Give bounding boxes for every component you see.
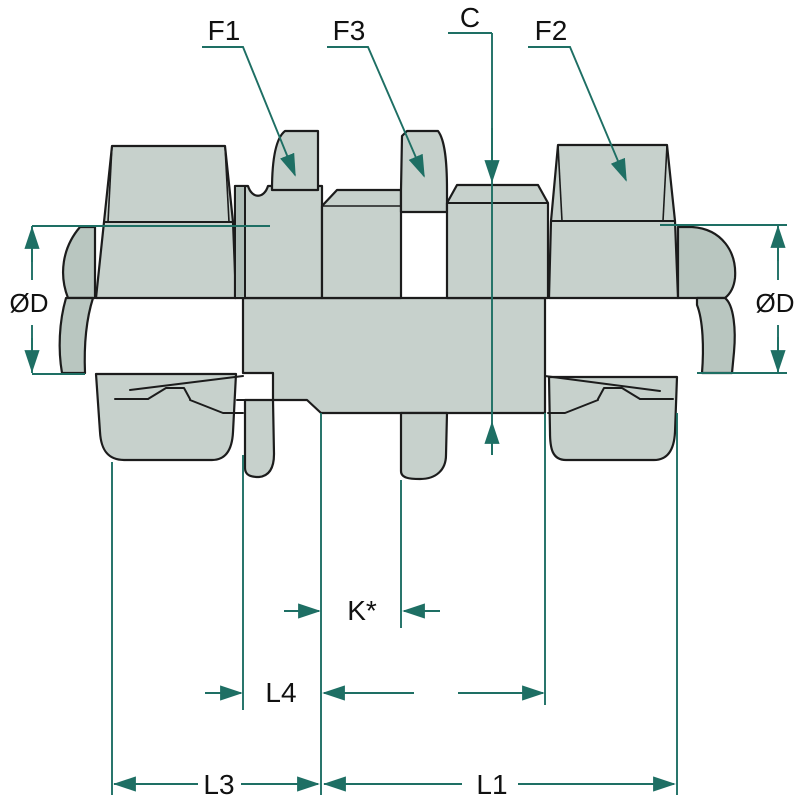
body-section-a (320, 188, 403, 300)
left-nut-upper (94, 144, 238, 300)
left-nipple-block (233, 184, 324, 300)
dim-l1: L1 (323, 769, 676, 800)
right-nut-lower (547, 375, 679, 462)
callout-label-f3: F3 (333, 15, 366, 46)
callout-f3: F3 (327, 15, 425, 178)
body-center-block (241, 296, 547, 415)
dim-k-star: K* (284, 480, 440, 628)
dim-od-right: ØD (660, 224, 795, 374)
left-nut-lower (94, 372, 238, 462)
right-nut-upper (547, 143, 680, 300)
left-ferrule-claw-edges (114, 375, 273, 414)
dim-label-l1: L1 (476, 769, 507, 800)
fitting-body (58, 129, 737, 481)
dimension-annotations: ØD ØD C F1 F3 (10, 2, 795, 800)
left-nipple-shade-sliver (234, 185, 246, 299)
callout-f1: F1 (202, 15, 296, 177)
callout-label-c: C (460, 2, 480, 33)
left-tube-break-upper (62, 225, 97, 300)
f3-collar-lower-stub (399, 411, 449, 481)
dim-l3: L3 (113, 769, 320, 800)
f3-collar (399, 129, 449, 214)
f1-collar (270, 129, 320, 192)
dim-label-l4: L4 (265, 677, 296, 708)
dim-l4: L4 (205, 413, 546, 710)
bulkhead-hex-section (445, 183, 550, 300)
dim-label-od-left: ØD (10, 288, 49, 318)
dim-label-k-star: K* (347, 595, 377, 626)
dim-c: C (448, 2, 500, 455)
dim-od-left: ØD (10, 225, 270, 375)
right-ferrule-claw-edges (544, 375, 674, 414)
dim-label-l3: L3 (203, 769, 234, 800)
callout-label-f1: F1 (208, 15, 241, 46)
callout-label-f2: F2 (535, 15, 568, 46)
right-tube-break-upper (676, 225, 737, 300)
left-tube-break-lower (58, 296, 95, 375)
callout-f2: F2 (528, 15, 627, 182)
dim-label-od-right: ØD (756, 288, 795, 318)
left-collar-lower-stub (243, 398, 276, 479)
right-tube-break-lower (695, 296, 736, 375)
